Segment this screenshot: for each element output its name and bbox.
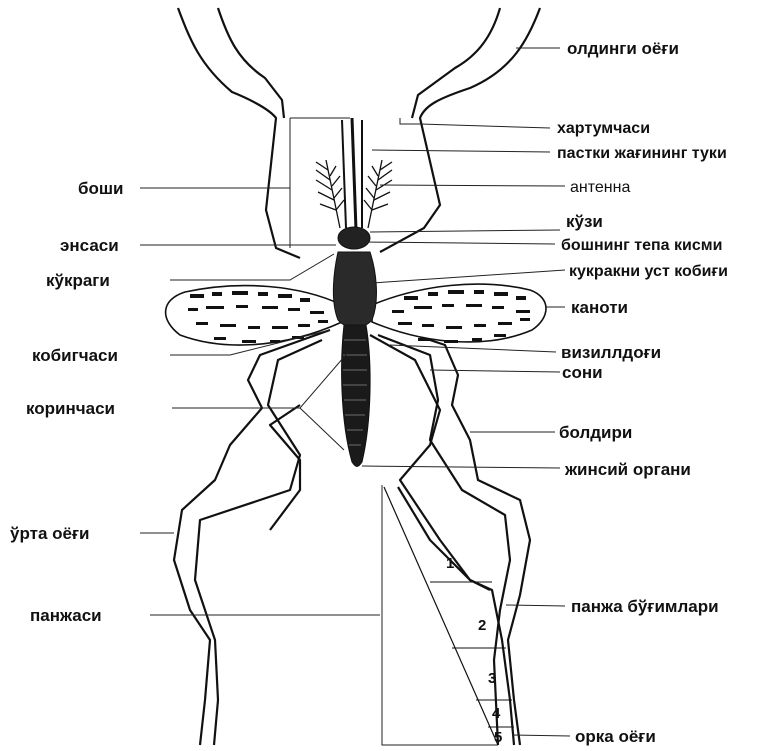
label-haltere: визиллдоғи: [561, 343, 661, 362]
tarsal-number-4: 4: [492, 705, 501, 722]
antenna-left: [316, 160, 344, 228]
tarsal-number-1: 1: [446, 555, 454, 572]
foreleg-right-inner: [412, 8, 500, 118]
label-tarsal-segments: панжа бўғимлари: [571, 597, 719, 616]
head-capsule: [338, 227, 370, 249]
label-hind-leg: орка оёғи: [575, 727, 656, 746]
label-wing: каноти: [571, 298, 628, 317]
body: [316, 118, 392, 467]
hindleg-femur: [370, 335, 490, 590]
labels-right: олдинги оёғи хартумчаси пастки жағининг …: [557, 39, 728, 746]
label-coxa: кобигчаси: [32, 346, 118, 365]
label-midleg: ўрта оёғи: [10, 524, 90, 543]
label-proboscis: хартумчаси: [557, 120, 650, 137]
label-thorax: кўкраги: [46, 271, 110, 290]
midleg-left: [174, 330, 330, 745]
foreleg-right: [380, 8, 540, 252]
label-head-top: бошнинг тепа кисми: [561, 237, 722, 254]
tarsus-section: 1 2 3 4 5: [382, 485, 514, 746]
label-eye: кўзи: [566, 212, 603, 231]
label-antenna: антенна: [570, 179, 630, 196]
label-foreleg: олдинги оёғи: [567, 39, 679, 58]
label-tarsus: панжаси: [30, 606, 102, 625]
label-head: боши: [78, 179, 124, 198]
palp-left: [342, 120, 346, 228]
tarsus-diagonal: [384, 487, 498, 745]
proboscis: [352, 118, 356, 230]
thorax-body: [333, 252, 376, 328]
label-tibia: болдири: [559, 423, 632, 442]
antenna-right: [364, 160, 392, 228]
labels-left: боши энсаси кўкраги кобигчаси коринчаси …: [10, 179, 124, 625]
label-trochanter: коринчаси: [26, 399, 115, 418]
label-thorax-cover: кукракни уст кобиғи: [569, 263, 728, 280]
label-palp: пастки жағининг туки: [557, 145, 727, 162]
label-femur: сони: [562, 363, 603, 382]
tarsal-number-3: 3: [488, 670, 496, 687]
foreleg-left: [178, 8, 300, 258]
tarsal-number-5: 5: [494, 729, 502, 746]
tarsal-number-2: 2: [478, 617, 486, 634]
label-genital: жинсий органи: [564, 460, 691, 479]
label-clypeus: энсаси: [60, 236, 119, 255]
